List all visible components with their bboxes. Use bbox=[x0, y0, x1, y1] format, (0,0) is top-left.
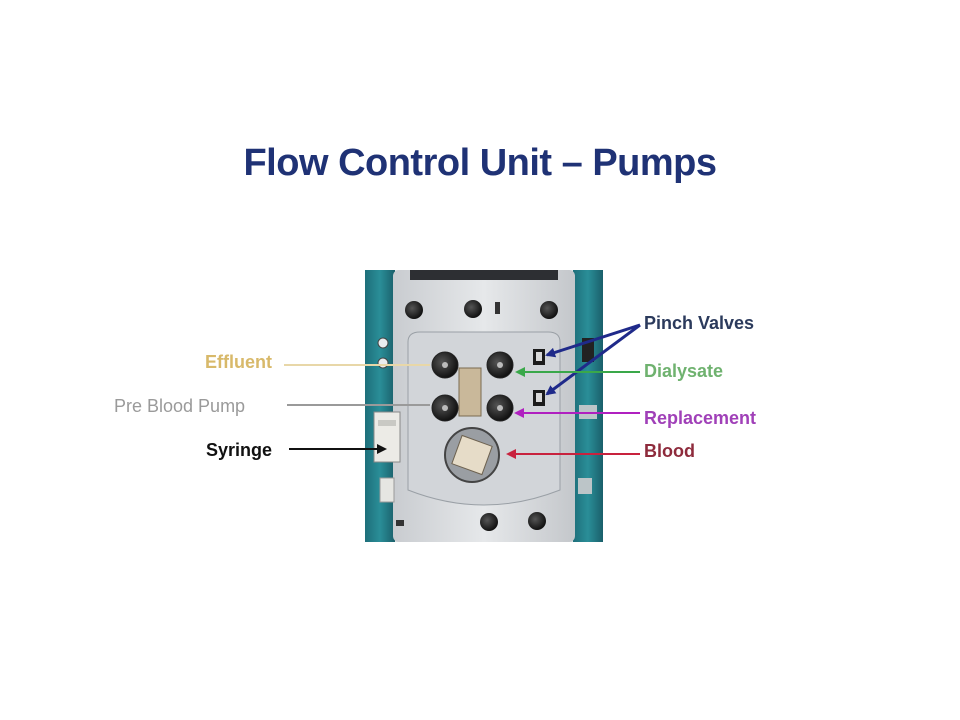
syringe-label: Syringe bbox=[206, 440, 273, 460]
pinch-valves-label: Pinch Valves bbox=[644, 313, 755, 333]
knob-icon bbox=[540, 301, 558, 319]
effluent-label: Effluent bbox=[205, 352, 272, 372]
pinch-valves-arrow-bottom bbox=[545, 323, 641, 396]
slide-title: Flow Control Unit – Pumps bbox=[243, 142, 717, 184]
replacement-label: Replacement bbox=[644, 408, 757, 428]
blood-label: Blood bbox=[644, 441, 695, 461]
syringe-icon bbox=[373, 411, 401, 463]
knob-icon bbox=[405, 301, 423, 319]
knob-icon bbox=[528, 512, 546, 530]
knob-icon bbox=[464, 300, 482, 318]
knob-icon bbox=[480, 513, 498, 531]
pinch-valves-arrow-top bbox=[545, 323, 641, 358]
dialysate-label: Dialysate bbox=[644, 361, 724, 381]
pre-blood-pump-label: Pre Blood Pump bbox=[114, 396, 246, 416]
